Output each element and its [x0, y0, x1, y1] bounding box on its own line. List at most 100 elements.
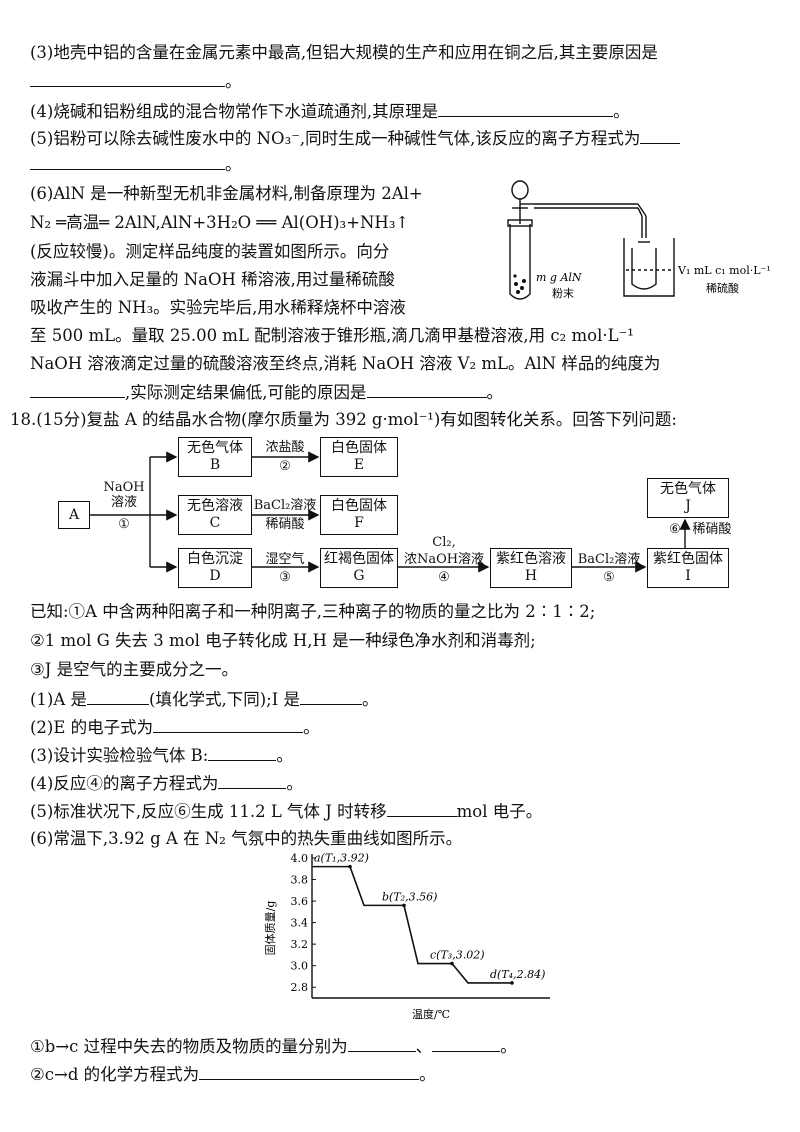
q5-text: (5)铝粉可以除去碱性废水中的 NO₃⁻,同时生成一种碱性气体,该反应的离子方程… — [30, 129, 641, 148]
node-g-label: G — [353, 568, 365, 584]
sub-q2-blank[interactable] — [153, 716, 304, 733]
node-d-desc: 白色沉淀 — [187, 551, 243, 567]
sub-q4-end: 。 — [286, 774, 303, 793]
acid-label2: 稀硫酸 — [706, 281, 739, 295]
sub-q5-blank[interactable] — [386, 800, 457, 817]
reagent-1-b: 溶液 — [110, 495, 137, 510]
point-c — [450, 961, 454, 966]
sub-q6-1-b: 、 — [415, 1037, 433, 1056]
y-tick-label: 3.8 — [291, 874, 309, 887]
node-g-desc: 红褐色固体 — [324, 551, 394, 567]
y-tick-label: 3.0 — [291, 960, 309, 973]
node-b-desc: 无色气体 — [187, 440, 243, 456]
reagent-4a: Cl₂, — [432, 535, 456, 550]
reagent-cf: BaCl₂溶液 — [253, 498, 317, 513]
sub-q1-blank-i[interactable] — [300, 688, 362, 705]
sub-q4-blank[interactable] — [218, 772, 287, 789]
point-a — [348, 864, 352, 869]
sub-q2: (2)E 的电子式为 。 — [30, 716, 320, 739]
q5-blank-b[interactable] — [30, 153, 225, 170]
node-a-label: A — [68, 506, 80, 523]
sub-q6-2: ②c→d 的化学方程式为。 — [30, 1063, 436, 1086]
x-axis-label: 温度/℃ — [412, 1007, 450, 1021]
q4-line: (4)烧碱和铝粉组成的混合物常作下水道疏通剂,其原理是。 — [30, 100, 630, 123]
point-b — [402, 903, 406, 908]
known-3: ③J 是空气的主要成分之一。 — [30, 660, 239, 679]
sample-label2: 粉末 — [552, 286, 574, 300]
node-b-label: B — [209, 457, 221, 473]
q6-line7: NaOH 溶液滴定过量的硫酸溶液至终点,消耗 NaOH 溶液 V₂ mL。AlN… — [30, 354, 661, 373]
q5-blank-a[interactable] — [640, 127, 681, 144]
acid-label: V₁ mL c₁ mol·L⁻¹ — [677, 264, 771, 277]
sub-q6-1-end: 。 — [500, 1037, 517, 1056]
q4-end: 。 — [613, 102, 630, 121]
step-4: ④ — [438, 570, 450, 585]
node-h-label: H — [524, 568, 538, 584]
sub-q6-1: ①b→c 过程中失去的物质及物质的量分别为、。 — [30, 1035, 517, 1058]
q3-blank[interactable] — [30, 70, 225, 87]
q6-line4: 液漏斗中加入足量的 NaOH 稀溶液,用过量稀硫酸 — [30, 270, 395, 289]
sub-q6-2-blank[interactable] — [199, 1063, 420, 1080]
node-e-label: E — [353, 457, 365, 473]
sub-q6-1-blank-a[interactable] — [347, 1035, 416, 1052]
node-d-label: D — [209, 568, 221, 584]
sub-q1-end: 。 — [362, 690, 379, 709]
known-1: 已知:①A 中含两种阳离子和一种阴离子,三种离子的物质的量之比为 2∶1∶2; — [30, 602, 596, 621]
q6-line2: N₂ ═高温═ 2AlN,AlN+3H₂O ══ Al(OH)₃+NH₃↑ — [30, 213, 410, 232]
node-i-label: I — [685, 568, 691, 584]
q6-line5: 吸收产生的 NH₃。实验完毕后,用水稀释烧杯中溶液 — [30, 298, 406, 317]
y-tick-label: 2.8 — [291, 981, 309, 994]
node-j-label: J — [685, 498, 691, 514]
reagent-2: 浓盐酸 — [265, 440, 305, 455]
flow-arrows — [90, 451, 691, 573]
q4-blank[interactable] — [438, 100, 614, 117]
y-tick-label: 3.2 — [291, 938, 309, 951]
reagent-6: 稀硝酸 — [692, 522, 732, 537]
sub-q6-2-a: ②c→d 的化学方程式为 — [30, 1065, 200, 1084]
q3-text: (3)地壳中铝的含量在金属元素中最高,但铝大规模的生产和应用在铜之后,其主要原因… — [30, 43, 658, 62]
step-6: ⑥ — [669, 522, 681, 537]
q6-reason-blank[interactable] — [366, 381, 487, 398]
q6-line6: 至 500 mL。量取 25.00 mL 配制溶液于锥形瓶,滴几滴甲基橙溶液,用… — [30, 326, 634, 345]
flow-node-a: A — [58, 501, 90, 529]
y-axis-label: 固体质量/g — [263, 901, 277, 956]
point-label-b: b(T₂,3.56) — [382, 890, 437, 903]
reagent-3: 湿空气 — [265, 552, 305, 567]
tga-curve — [312, 865, 512, 984]
point-label-c: c(T₃,3.02) — [430, 949, 484, 962]
sub-q5-a: (5)标准状况下,反应⑥生成 11.2 L 气体 J 时转移 — [30, 802, 387, 821]
sub-q3-a: (3)设计实验检验气体 B: — [30, 746, 209, 765]
q6-line3: (反应较慢)。测定样品纯度的装置如图所示。向分 — [30, 242, 390, 261]
sub-q4-a: (4)反应④的离子方程式为 — [30, 774, 219, 793]
sub-q1-a: (1)A 是 — [30, 690, 88, 709]
node-i-desc: 紫红色固体 — [653, 551, 723, 567]
node-f-label: F — [354, 515, 364, 531]
point-d — [510, 981, 514, 985]
q5-end: 。 — [225, 155, 242, 174]
node-c-desc: 无色溶液 — [187, 498, 243, 514]
node-h-desc: 紫红色溶液 — [496, 551, 566, 567]
sub-q6-1-blank-b[interactable] — [432, 1035, 501, 1052]
step-5: ⑤ — [603, 570, 615, 585]
step-1: ① — [118, 517, 130, 532]
sub-q2-a: (2)E 的电子式为 — [30, 718, 154, 737]
q5-line: (5)铝粉可以除去碱性废水中的 NO₃⁻,同时生成一种碱性气体,该反应的离子方程… — [30, 127, 681, 150]
q6-purity-blank[interactable] — [30, 381, 125, 398]
sub-q3-end: 。 — [276, 746, 293, 765]
sample-label: m g AlN — [536, 271, 582, 284]
point-label-a: a(T₁,3.92) — [314, 852, 369, 865]
sub-q1-blank-a[interactable] — [87, 688, 150, 705]
sub-q2-end: 。 — [303, 718, 320, 737]
sub-q6: (6)常温下,3.92 g A 在 N₂ 气氛中的热失重曲线如图所示。 — [30, 829, 463, 848]
known-2: ②1 mol G 失去 3 mol 电子转化成 H,H 是一种绿色净水剂和消毒剂… — [30, 631, 536, 650]
sub-q3-blank[interactable] — [208, 744, 277, 761]
point-label-d: d(T₄,2.84) — [490, 968, 545, 981]
